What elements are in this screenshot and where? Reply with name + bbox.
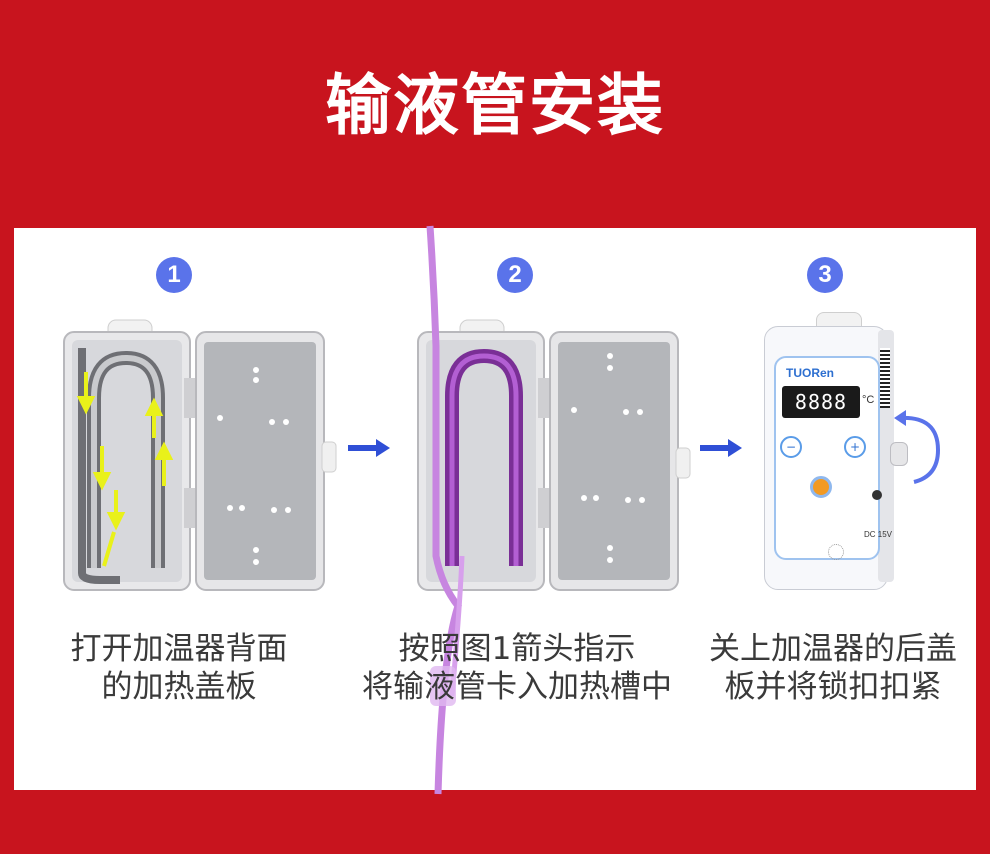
barcode-label: [880, 348, 890, 408]
step-3-badge: 3: [807, 257, 843, 293]
brand-logo: TUORen: [786, 366, 834, 380]
temperature-unit: °C: [862, 394, 875, 406]
speaker-grille: [828, 544, 844, 560]
step-3-closed-heater-image: TUORen 8888 °C − + DC 15V: [760, 312, 950, 592]
step-1-caption-line1: 打开加温器背面: [70, 631, 288, 667]
rotate-arrow-icon: [894, 410, 941, 484]
latch-knob[interactable]: [890, 442, 908, 466]
step-1-caption-line2: 的加热盖板: [101, 669, 257, 705]
page-title: 输液管安装: [325, 67, 665, 144]
step-2-caption: 按照图1箭头指示 将输液管卡入加热槽中: [340, 630, 694, 706]
plus-button[interactable]: +: [844, 436, 866, 458]
step-2-badge: 2: [497, 257, 533, 293]
temperature-display: 8888: [782, 386, 860, 418]
step-2-caption-line2: 将输液管卡入加热槽中: [362, 669, 672, 705]
arrow-right-icon: [348, 439, 390, 457]
power-button[interactable]: [810, 476, 832, 498]
power-label: DC 15V: [864, 530, 893, 539]
power-jack: [872, 490, 882, 500]
step-3-caption: 关上加温器的后盖 板并将锁扣扣紧: [692, 630, 974, 706]
step-1-opened-heater-image: [63, 319, 337, 591]
step-3-caption-line1: 关上加温器的后盖: [709, 631, 957, 667]
step-2-caption-line1: 按照图1箭头指示: [398, 631, 636, 667]
step-1-caption: 打开加温器背面 的加热盖板: [34, 630, 324, 706]
step-1-badge: 1: [156, 257, 192, 293]
temperature-value: 8888: [794, 390, 848, 414]
step-3-caption-line2: 板并将锁扣扣紧: [724, 669, 942, 705]
arrow-right-icon: [700, 439, 742, 457]
minus-button[interactable]: −: [780, 436, 802, 458]
step-2-tube-installed-image: [417, 225, 691, 795]
